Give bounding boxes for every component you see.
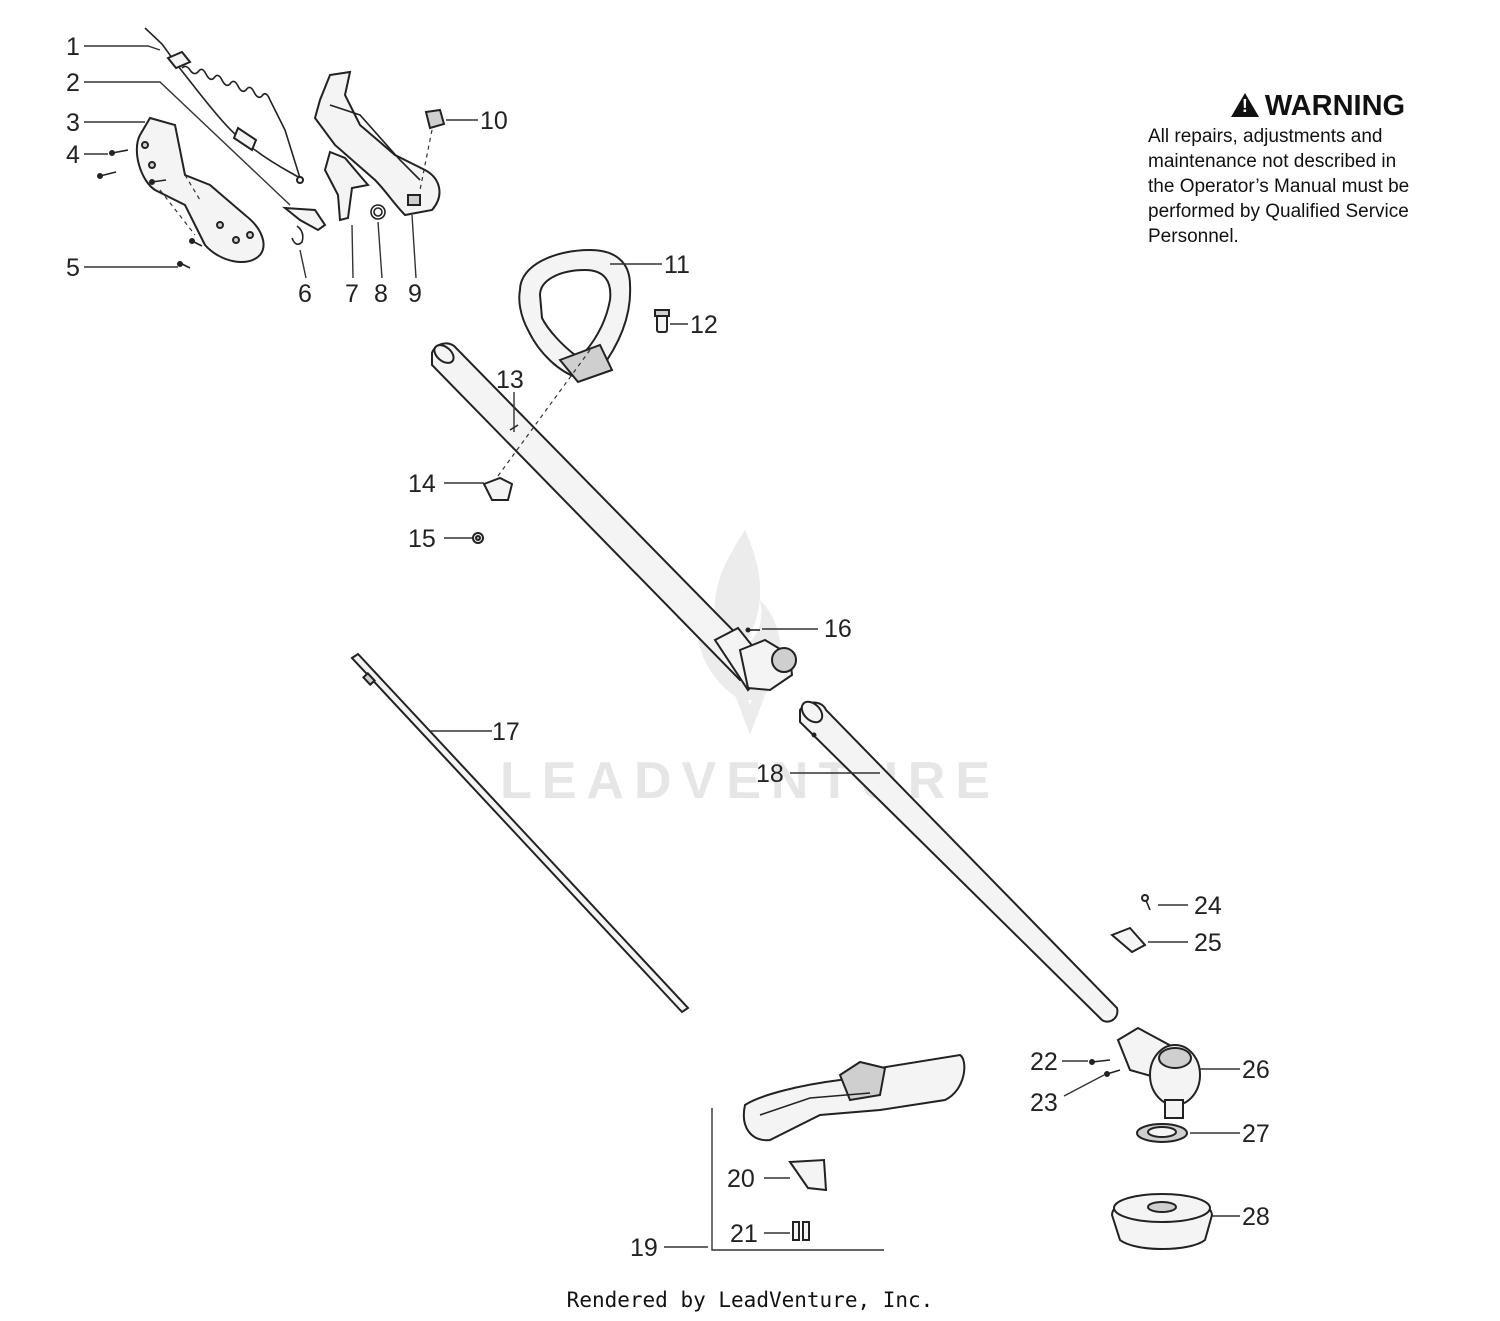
- callout-2: 2: [66, 69, 80, 97]
- part-line-cutter: [788, 1158, 828, 1192]
- part-washer: [1136, 1123, 1188, 1143]
- warning-box: WARNING All repairs, adjustments and mai…: [1148, 90, 1488, 249]
- part-handle-housing: [313, 70, 441, 217]
- callout-25: 25: [1194, 929, 1222, 957]
- callout-26: 26: [1242, 1056, 1270, 1084]
- part-coupler: [713, 626, 797, 692]
- callout-8: 8: [374, 280, 388, 308]
- part-drive-shaft: [350, 652, 690, 1014]
- part-torsion-spring: [370, 204, 386, 220]
- callout-19: 19: [630, 1234, 658, 1262]
- render-credit: Rendered by LeadVenture, Inc.: [566, 1288, 934, 1312]
- leader-lines: [84, 45, 1240, 1248]
- part-lower-tube: [799, 700, 1119, 1023]
- part-throttle-cable: [144, 27, 301, 179]
- callout-24: 24: [1194, 892, 1222, 920]
- callout-3: 3: [66, 109, 80, 137]
- callout-numbers: 1 2 3 4 5 6 7 8 9 10 11 12 13 14 15 16 1…: [66, 33, 1270, 1262]
- callout-27: 27: [1242, 1120, 1270, 1148]
- part-rear-handle: [135, 116, 265, 263]
- callout-5: 5: [66, 254, 80, 282]
- callout-17: 17: [492, 718, 520, 746]
- warning-title-text: WARNING: [1264, 90, 1406, 122]
- callout-12: 12: [690, 311, 718, 339]
- warning-triangle-icon: [1230, 93, 1259, 117]
- part-guard: [742, 1053, 966, 1142]
- callout-10: 10: [480, 107, 508, 135]
- part-screws-21: [792, 1221, 810, 1241]
- callout-1: 1: [66, 33, 80, 61]
- part-spring: [181, 65, 304, 184]
- warning-text: All repairs, adjustments and maintenance…: [1148, 126, 1410, 247]
- warning-title: WARNING: [1148, 90, 1488, 122]
- part-bolt-12: [654, 309, 670, 333]
- part-screw-24: [1141, 894, 1151, 911]
- callout-23: 23: [1030, 1089, 1058, 1117]
- callout-4: 4: [66, 141, 80, 169]
- part-clip-6: [281, 206, 327, 246]
- callout-9: 9: [408, 280, 422, 308]
- watermark-text: LEADVENTURE: [500, 752, 1000, 810]
- callout-20: 20: [727, 1165, 755, 1193]
- part-gearhead: [1116, 1026, 1201, 1119]
- callout-22: 22: [1030, 1048, 1058, 1076]
- callout-6: 6: [298, 280, 312, 308]
- callout-15: 15: [408, 525, 436, 553]
- bracket-19: [711, 1108, 884, 1251]
- part-trimmer-head: [1110, 1193, 1214, 1250]
- part-screws-22-23: [1089, 1059, 1121, 1077]
- part-screws-5: [177, 238, 203, 269]
- callout-21: 21: [730, 1220, 758, 1248]
- part-nut-15: [472, 532, 484, 544]
- part-clamp-14: [482, 349, 591, 501]
- part-switch: [419, 108, 446, 191]
- callout-16: 16: [824, 615, 852, 643]
- callout-28: 28: [1242, 1203, 1270, 1231]
- callout-7: 7: [345, 280, 359, 308]
- part-clip-25: [1110, 926, 1147, 954]
- part-screws-4: [97, 149, 201, 236]
- part-upper-tube: [431, 342, 764, 682]
- part-trigger: [323, 150, 370, 222]
- callout-13: 13: [496, 366, 524, 394]
- callout-11: 11: [664, 251, 690, 279]
- callout-18: 18: [756, 760, 784, 788]
- part-loop-handle: [518, 248, 632, 384]
- callout-14: 14: [408, 470, 436, 498]
